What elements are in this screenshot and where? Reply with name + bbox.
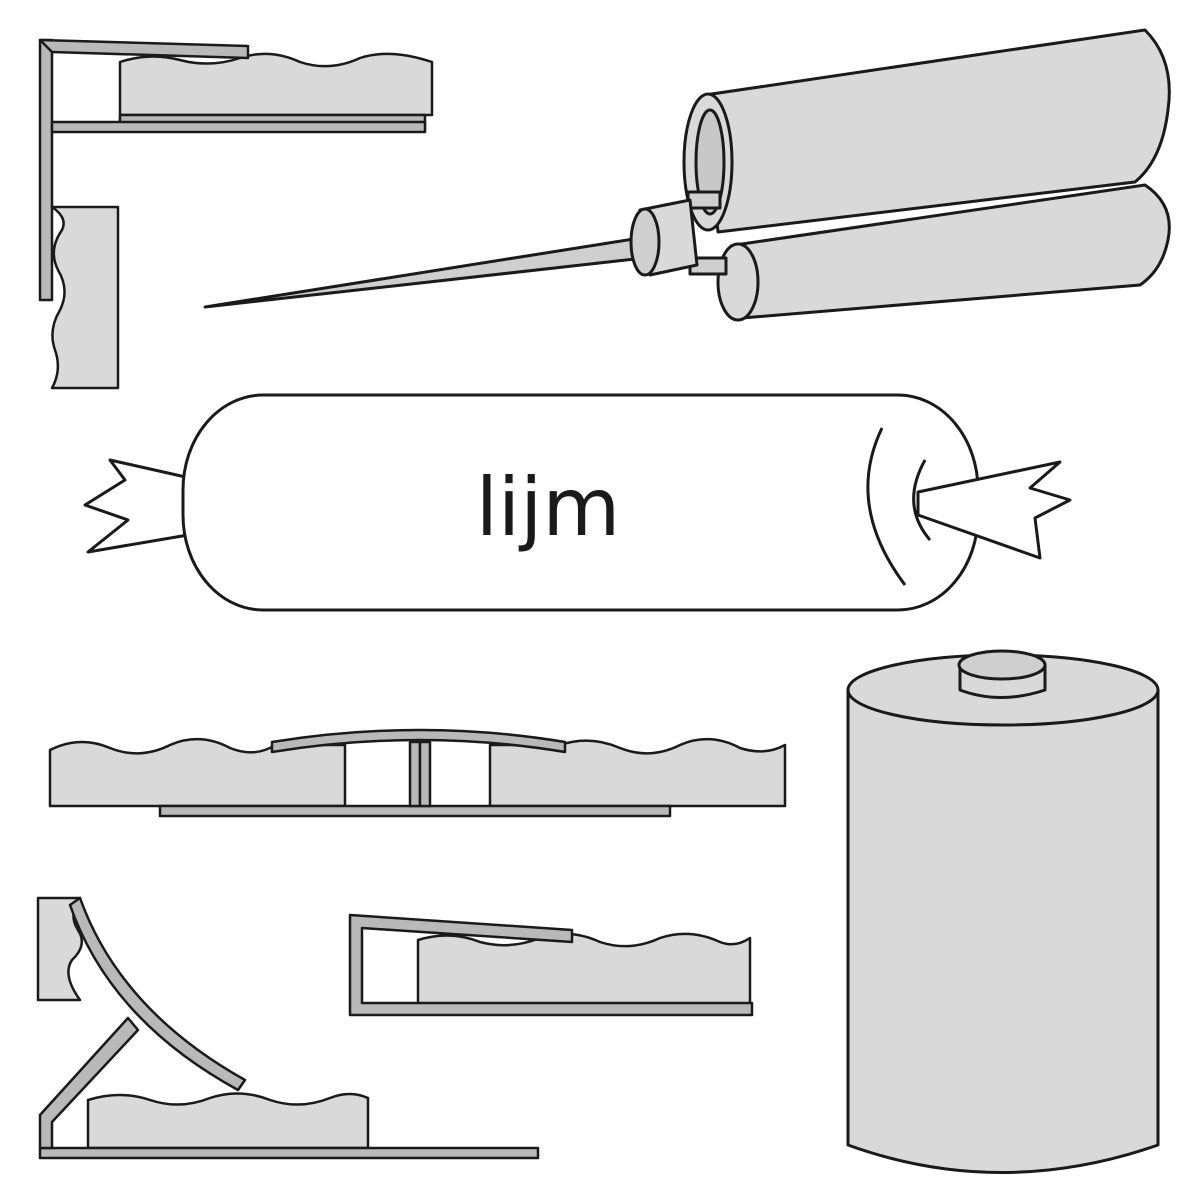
upper-connector xyxy=(686,190,722,210)
upper-tube xyxy=(703,28,1171,234)
left-floor-slab xyxy=(48,737,347,808)
end-floor-slab xyxy=(416,932,752,1008)
glue-sausage: lijm xyxy=(83,393,1072,612)
slanted-leg xyxy=(38,1016,140,1150)
upper-floor-slab xyxy=(118,52,434,124)
profile-vertical-strip xyxy=(38,38,54,302)
profile-cover-flap xyxy=(38,38,250,60)
base-plate xyxy=(158,804,672,818)
glue-canister xyxy=(846,649,1160,1174)
end-profile xyxy=(348,913,754,1017)
transition-profile xyxy=(48,728,787,818)
right-end-arc xyxy=(866,427,907,586)
lower-tube xyxy=(733,183,1171,320)
stair-nose-profile xyxy=(36,896,540,1160)
left-post xyxy=(408,740,422,808)
two-component-cartridge xyxy=(203,28,1171,322)
end-profile-frame xyxy=(348,913,754,1017)
left-twist-tail xyxy=(83,458,192,554)
right-end-inner-arc xyxy=(912,459,932,541)
mixer-cap-face xyxy=(629,207,661,277)
corner-edge-profile xyxy=(38,38,434,390)
canister-body xyxy=(846,688,1160,1174)
canister-cap-top xyxy=(957,649,1047,681)
cover-bridge xyxy=(270,728,567,754)
right-floor-slab xyxy=(488,737,787,808)
curved-nose xyxy=(68,896,247,1092)
profile-horizontal-arm xyxy=(50,120,427,134)
sausage-label: lijm xyxy=(476,461,621,554)
lower-floor-slab xyxy=(86,1092,370,1150)
right-twist-tail xyxy=(916,460,1072,560)
nozzle-tip xyxy=(203,236,646,309)
right-post xyxy=(418,740,432,808)
upper-tube-end-inner xyxy=(694,108,726,216)
base-strip xyxy=(38,1146,540,1160)
lower-board xyxy=(50,205,120,390)
lower-tube-end xyxy=(716,242,760,322)
